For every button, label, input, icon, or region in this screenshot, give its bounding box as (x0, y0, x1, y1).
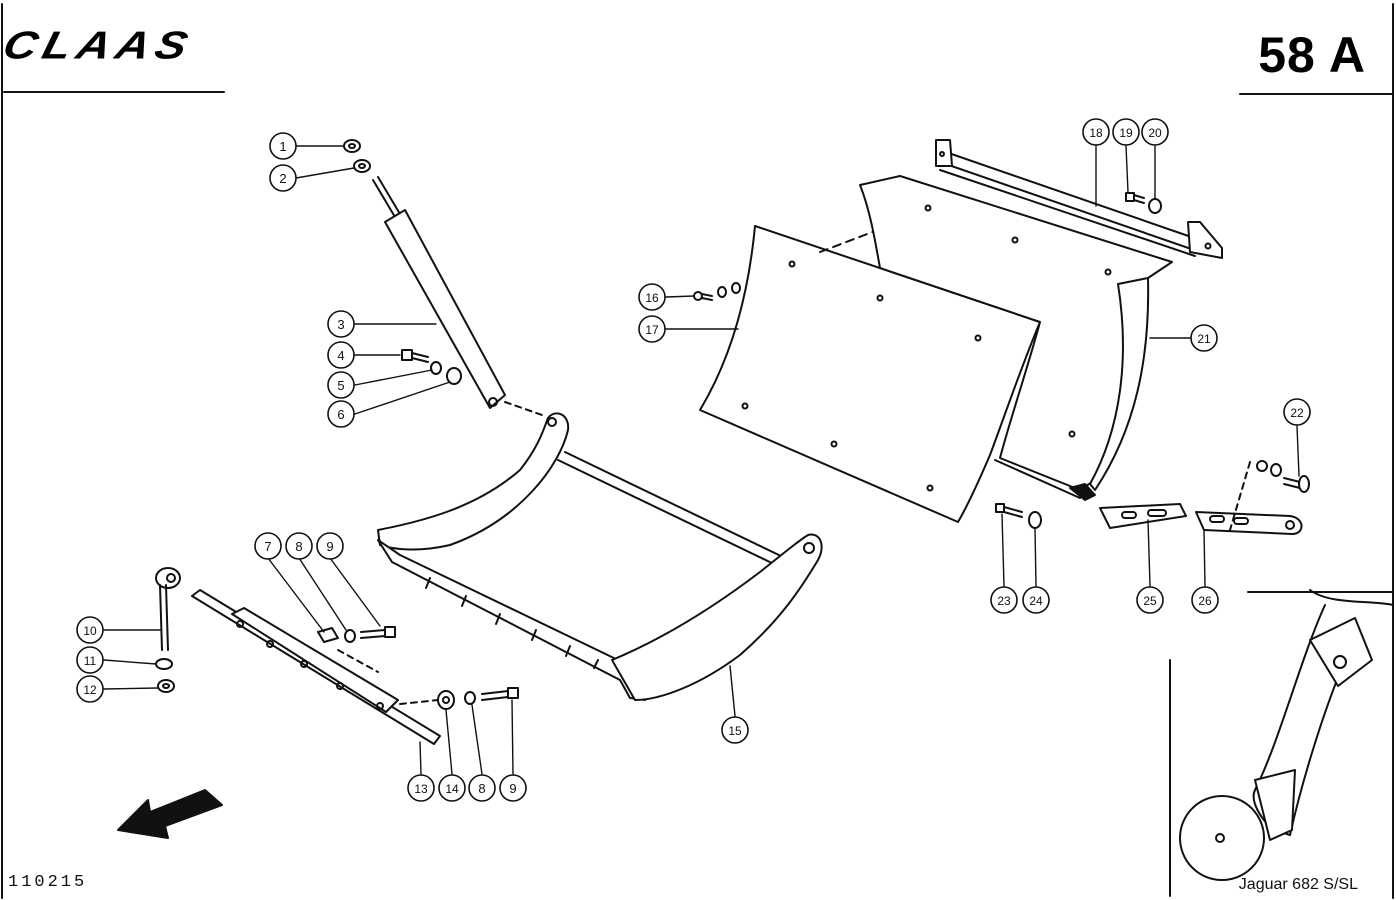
callout-23: 23 (990, 586, 1018, 614)
callout-6: 6 (327, 400, 355, 428)
svg-text:12: 12 (83, 683, 97, 697)
callout-1: 1 (269, 132, 297, 160)
eye-bolt-part-10 (155, 567, 181, 651)
callout-8-lower: 8 (468, 774, 496, 802)
svg-text:25: 25 (1143, 594, 1157, 608)
inset-detail-view (1179, 589, 1394, 881)
callout-19: 19 (1112, 118, 1140, 146)
svg-text:4: 4 (337, 348, 344, 363)
direction-arrow-icon (117, 789, 223, 839)
bolt-part-19 (1125, 192, 1145, 204)
svg-text:7: 7 (264, 539, 271, 554)
bolt-part-9-lower (481, 687, 519, 701)
dash-line (1229, 461, 1251, 531)
svg-text:21: 21 (1197, 332, 1211, 346)
callout-20: 20 (1141, 118, 1169, 146)
callout-25: 25 (1136, 586, 1164, 614)
washer-part-8-lower (464, 691, 476, 705)
callout-2: 2 (269, 164, 297, 192)
leader-lines (103, 145, 1300, 775)
slotted-plate-part-25 (1099, 503, 1187, 529)
svg-text:8: 8 (478, 781, 485, 796)
cover-plate-part-17 (699, 225, 1041, 523)
callout-15: 15 (721, 716, 749, 744)
washer-part-5 (430, 361, 442, 375)
bushing-part-14 (437, 690, 455, 710)
washer-part-11 (155, 658, 173, 670)
svg-text:9: 9 (326, 539, 333, 554)
svg-text:14: 14 (445, 782, 459, 796)
svg-text:13: 13 (414, 782, 428, 796)
svg-text:19: 19 (1119, 126, 1133, 140)
svg-text:5: 5 (337, 378, 344, 393)
callout-7: 7 (254, 532, 282, 560)
svg-text:23: 23 (997, 594, 1011, 608)
svg-text:1: 1 (279, 139, 286, 154)
guard-frame-part-15 (377, 412, 823, 701)
svg-text:15: 15 (728, 724, 742, 738)
dash-line (337, 649, 379, 673)
guard-hood-part-21 (859, 175, 1173, 501)
washer-part-2 (353, 159, 371, 173)
callout-18: 18 (1082, 118, 1110, 146)
spacer-part-7 (317, 627, 339, 643)
callout-9-lower: 9 (499, 774, 527, 802)
washer-part-6 (446, 367, 462, 385)
svg-text:22: 22 (1290, 406, 1304, 420)
svg-text:9: 9 (509, 781, 516, 796)
callout-12: 12 (76, 675, 104, 703)
sheet-frame (1, 3, 1394, 899)
callout-11: 11 (76, 646, 104, 674)
nut-part-1 (343, 139, 361, 153)
svg-text:2: 2 (279, 171, 286, 186)
svg-text:17: 17 (645, 323, 659, 337)
callout-10: 10 (76, 616, 104, 644)
svg-text:20: 20 (1148, 126, 1162, 140)
model-label: Jaguar 682 S/SL (1238, 876, 1358, 893)
callout-5: 5 (327, 371, 355, 399)
callout-13: 13 (407, 774, 435, 802)
washer-part-20 (1148, 198, 1162, 214)
svg-text:11: 11 (84, 654, 97, 668)
slotted-plate-part-26 (1195, 511, 1303, 535)
callout-17: 17 (638, 315, 666, 343)
nut-part-12 (157, 679, 175, 693)
callout-badges: 1 2 3 4 5 6 7 8 9 10 11 12 13 14 8 9 15 … (76, 118, 1311, 802)
callout-8-upper: 8 (285, 532, 313, 560)
washer-part-8-upper (344, 629, 356, 643)
callout-21: 21 (1190, 324, 1218, 352)
bolt-part-16 (693, 282, 741, 301)
callout-4: 4 (327, 341, 355, 369)
svg-text:3: 3 (337, 317, 344, 332)
hood-edge-line (994, 459, 1081, 499)
callout-22: 22 (1283, 398, 1311, 426)
washer-part-24 (1028, 511, 1042, 529)
bolt-part-22 (1256, 460, 1310, 493)
svg-text:18: 18 (1089, 126, 1103, 140)
callout-16: 16 (638, 283, 666, 311)
callout-9-upper: 9 (316, 532, 344, 560)
svg-text:10: 10 (83, 624, 97, 638)
svg-text:6: 6 (337, 407, 344, 422)
dash-line (504, 401, 546, 417)
rail-part-18 (935, 139, 1223, 259)
bolt-part-4 (401, 349, 429, 363)
callout-3: 3 (327, 310, 355, 338)
svg-text:26: 26 (1198, 594, 1212, 608)
callout-24: 24 (1022, 586, 1050, 614)
svg-text:8: 8 (295, 539, 302, 554)
bolt-part-23 (995, 503, 1023, 518)
dash-line (399, 699, 439, 705)
callout-26: 26 (1191, 586, 1219, 614)
drawing-number: 110215 (8, 873, 88, 892)
callout-14: 14 (438, 774, 466, 802)
page-number: 58 A (1258, 27, 1366, 83)
gas-strut (372, 176, 506, 409)
bolt-part-9-upper (360, 626, 396, 639)
svg-text:16: 16 (645, 291, 659, 305)
shaft-part-13 (191, 589, 441, 745)
svg-text:24: 24 (1029, 594, 1043, 608)
